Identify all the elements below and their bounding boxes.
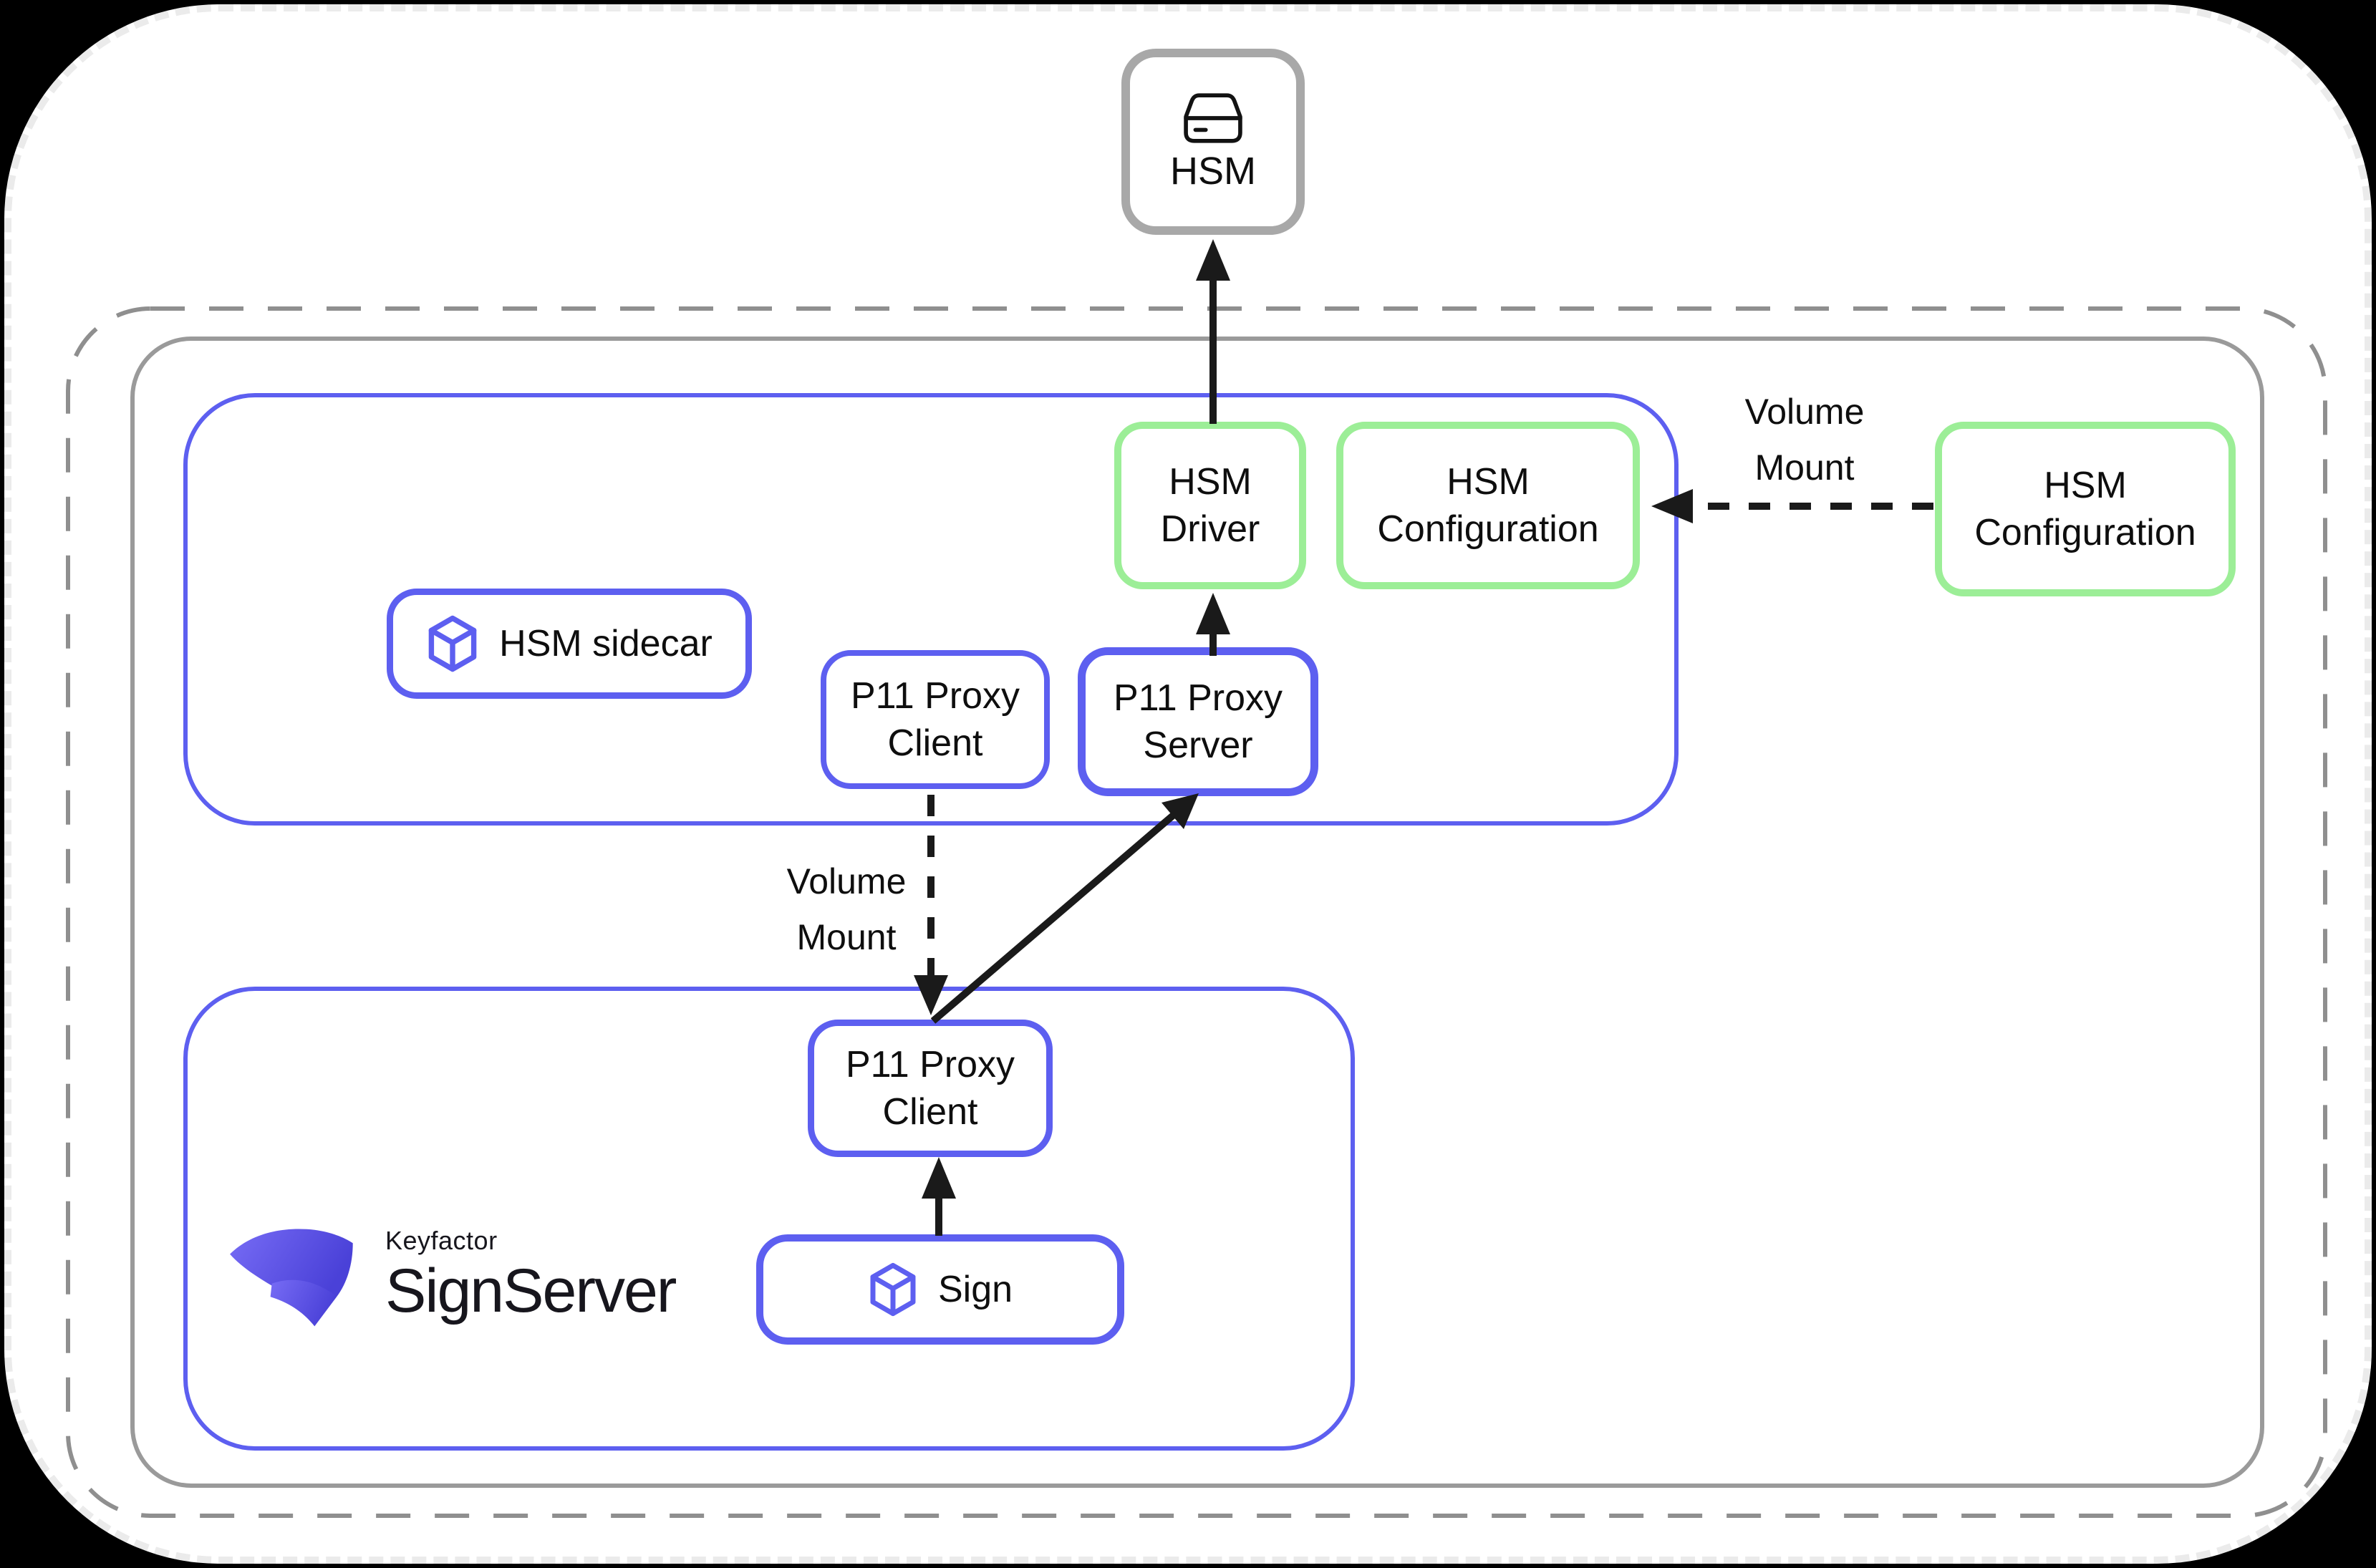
signserver-pod — [183, 987, 1355, 1451]
hsm-configuration-pod-node: HSM Configuration — [1336, 422, 1640, 589]
sign-worker-node: Sign — [756, 1234, 1124, 1345]
volume-mount-label-pods: Volume Mount — [786, 861, 907, 957]
sign-worker-label: Sign — [937, 1269, 1013, 1310]
p11-proxy-server-label: P11 Proxy Server — [1113, 677, 1283, 766]
hsm-driver-label: HSM Driver — [1160, 461, 1260, 550]
logo-brand-text: Keyfactor — [385, 1226, 498, 1255]
hsm-configuration-external-label: HSM Configuration — [1974, 465, 2196, 553]
volume-mount-label-external: Volume Mount — [1744, 392, 1865, 488]
hsm-configuration-pod-label: HSM Configuration — [1377, 461, 1599, 550]
cube-icon — [428, 615, 477, 672]
keyfactor-signserver-logo: Keyfactor SignServer — [385, 1226, 677, 1325]
hsm-sidecar-node: HSM sidecar — [387, 589, 752, 699]
hard-drive-icon — [1184, 93, 1242, 143]
keyfactor-logo-icon — [230, 1229, 353, 1327]
hsm-configuration-external-node: HSM Configuration — [1935, 422, 2236, 596]
cube-icon — [870, 1262, 916, 1317]
hsm-node: HSM — [1121, 49, 1305, 235]
p11-proxy-client-signserver-node: P11 Proxy Client — [808, 1020, 1053, 1157]
p11-proxy-client-sidecar-label: P11 Proxy Client — [850, 675, 1020, 764]
hsm-sidecar-label: HSM sidecar — [499, 623, 713, 664]
hsm-driver-node: HSM Driver — [1114, 422, 1306, 589]
logo-product-text: SignServer — [385, 1257, 677, 1325]
p11-proxy-client-sidecar-node: P11 Proxy Client — [821, 650, 1050, 789]
p11-proxy-client-signserver-label: P11 Proxy Client — [845, 1044, 1015, 1133]
p11-proxy-server-node: P11 Proxy Server — [1078, 647, 1318, 796]
hsm-label: HSM — [1170, 150, 1256, 193]
